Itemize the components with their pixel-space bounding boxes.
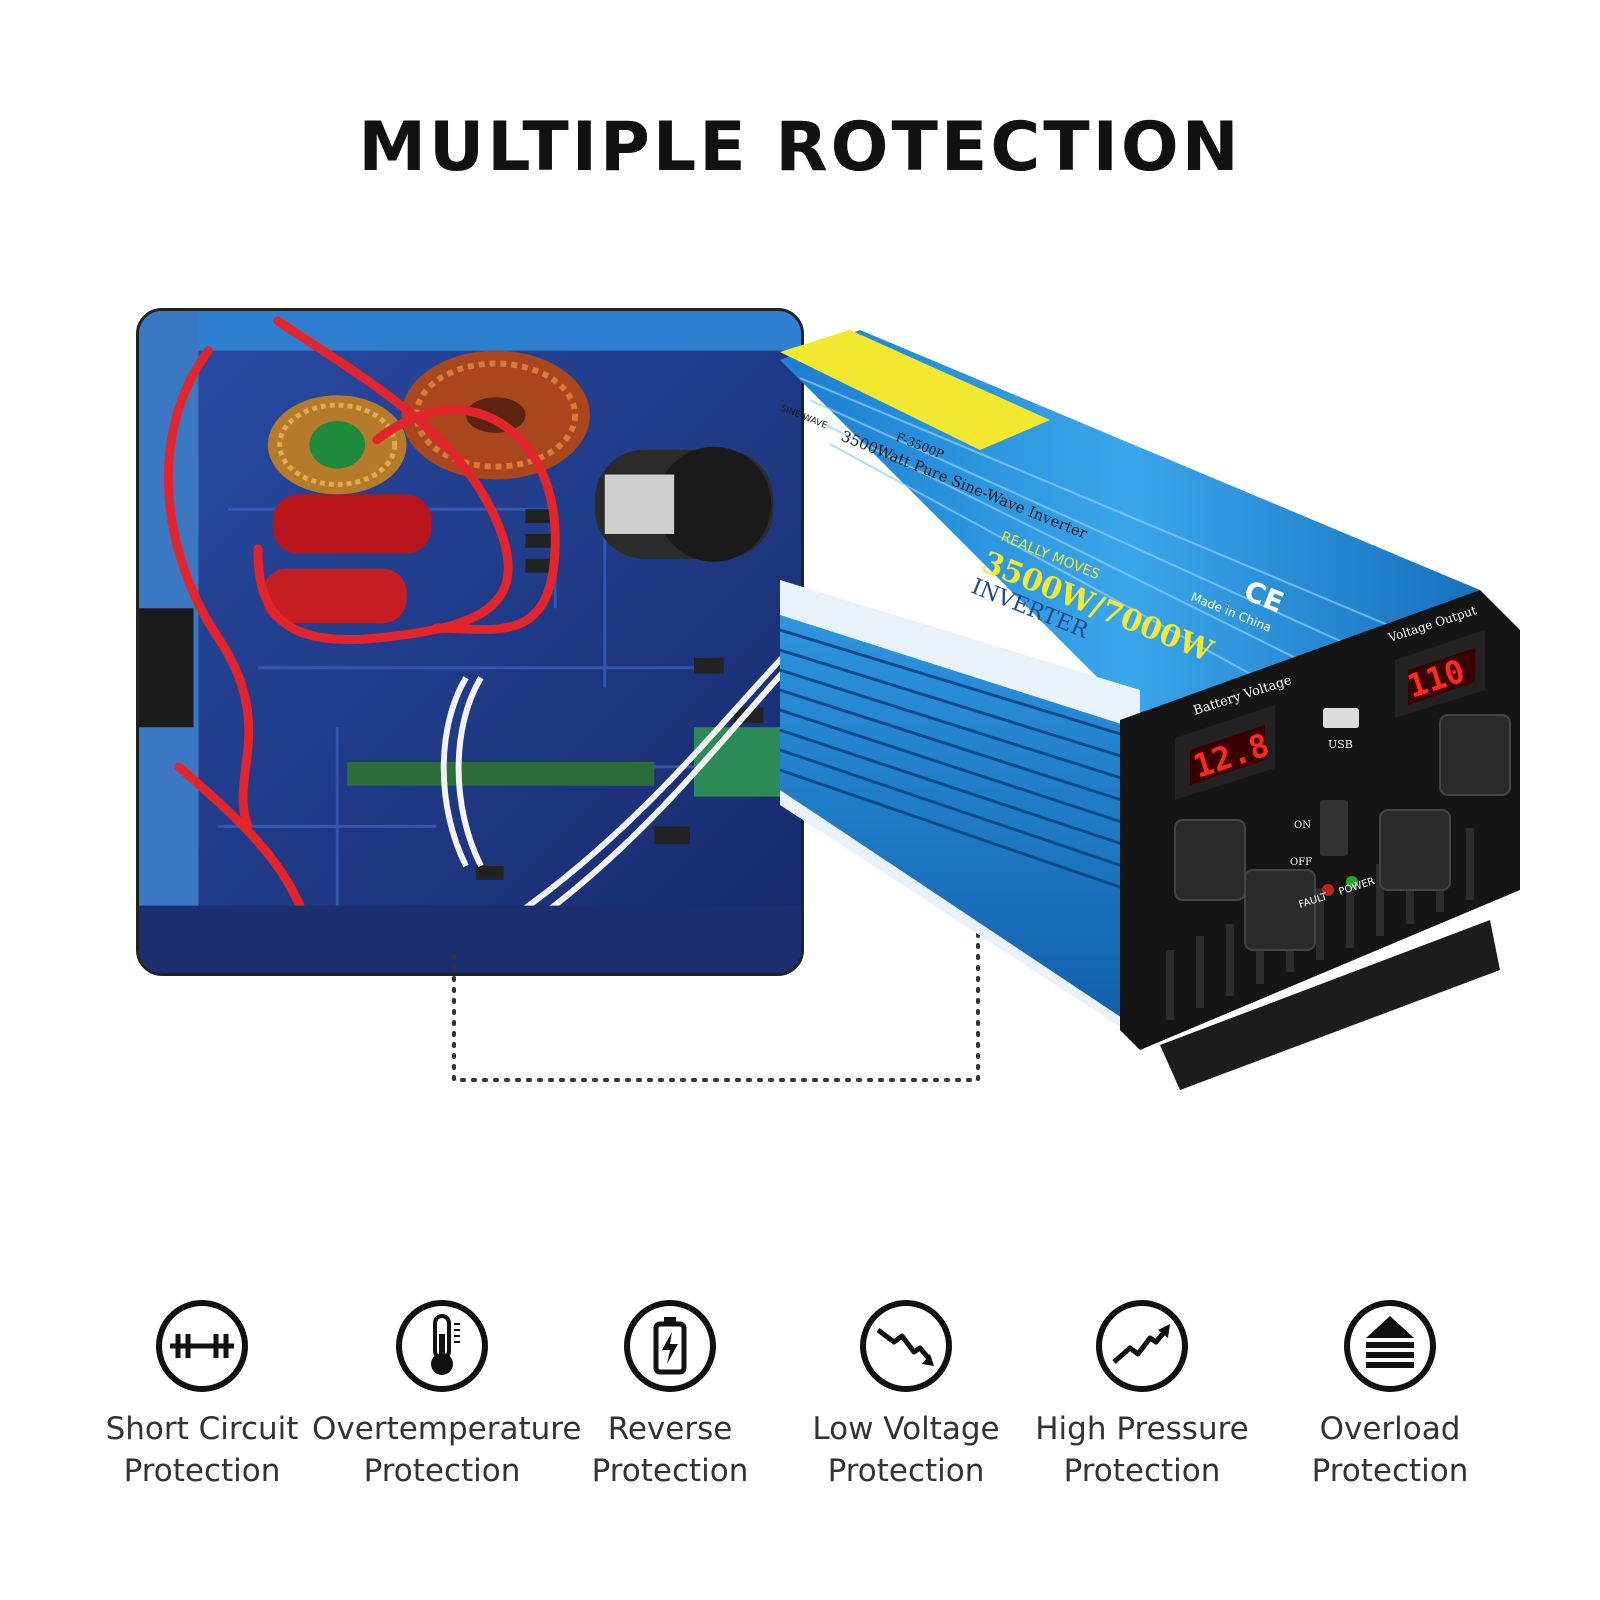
feature-high-pressure: High Pressure Protection <box>1012 1298 1272 1492</box>
feature-label-line2: Protection <box>591 1453 749 1489</box>
ac-outlet-3 <box>1379 809 1451 891</box>
wave-tag: SINE WAVE <box>780 404 829 432</box>
feature-overtemperature: Overtemperature Protection <box>312 1298 582 1492</box>
feature-label-line2: Protection <box>827 1453 985 1489</box>
inverter-product: REALLY MOVES 3500W/7000W INVERTER F-3500… <box>780 330 1560 1110</box>
feature-overload: Overload Protection <box>1260 1298 1520 1492</box>
usb-label: USB <box>1328 738 1353 751</box>
feature-label-line1: Overload <box>1319 1411 1461 1447</box>
toroid-coil-2 <box>267 395 407 495</box>
feature-label-line1: Low Voltage <box>812 1411 1000 1447</box>
red-wires <box>164 316 560 930</box>
thermometer-icon <box>396 1300 488 1392</box>
ac-outlet-2 <box>1244 869 1316 951</box>
feature-label-line2: Protection <box>1311 1453 1469 1489</box>
electrolytic-capacitor <box>594 446 774 562</box>
feature-reverse: Reverse Protection <box>540 1298 800 1492</box>
overload-icon <box>1344 1300 1436 1392</box>
feature-short-circuit: Short Circuit Protection <box>72 1298 332 1492</box>
page-title: MULTIPLE ROTECTION <box>358 108 1242 187</box>
header-strip <box>347 761 655 786</box>
ac-outlet-4 <box>1439 714 1511 796</box>
switch-off-label: OFF <box>1290 857 1312 868</box>
switch-on-label: ON <box>1294 820 1311 831</box>
inverter-illustration: REALLY MOVES 3500W/7000W INVERTER F-3500… <box>780 330 1520 1090</box>
film-capacitor-2 <box>262 568 407 624</box>
feature-low-voltage: Low Voltage Protection <box>776 1298 1036 1492</box>
feature-label-line1: Overtemperature <box>312 1411 582 1447</box>
trend-down-icon <box>860 1300 952 1392</box>
usb-port <box>1323 708 1359 728</box>
feature-label-line2: Protection <box>1063 1453 1221 1489</box>
ac-outlet-1 <box>1174 819 1246 901</box>
protection-features: Short Circuit Protection Overtemperature… <box>80 1298 1520 1518</box>
feature-label-line2: Protection <box>123 1453 281 1489</box>
trend-up-icon <box>1096 1300 1188 1392</box>
power-switch <box>1320 800 1348 856</box>
feature-label-line1: High Pressure <box>1035 1411 1249 1447</box>
feature-label-line1: Short Circuit <box>105 1411 299 1447</box>
film-capacitor-1 <box>272 494 432 554</box>
feature-label-line2: Protection <box>363 1453 521 1489</box>
battery-icon <box>624 1300 716 1392</box>
short-circuit-icon <box>156 1300 248 1392</box>
circuit-board-illustration <box>139 311 801 973</box>
circuit-board-photo <box>136 308 804 976</box>
feature-label-line1: Reverse <box>607 1411 733 1447</box>
